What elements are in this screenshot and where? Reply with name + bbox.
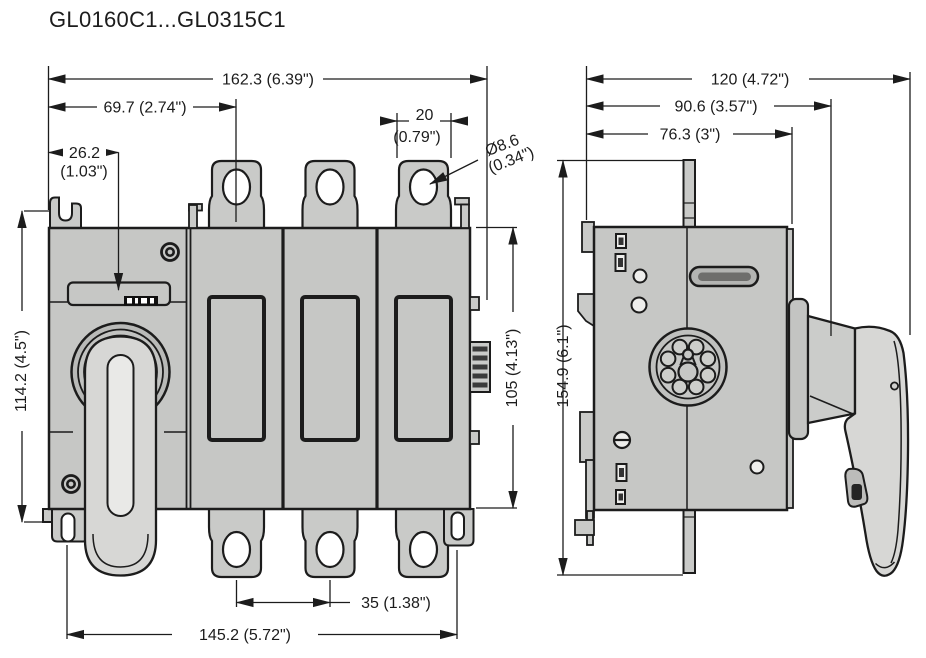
front-dimensions: 162.3 (6.39") 69.7 (2.74") 26.2 (1.03") … xyxy=(8,66,573,644)
dim-overall-width: 162.3 (6.39") xyxy=(222,72,314,89)
rear-flange xyxy=(574,221,595,546)
dim-depth-to-handle: 90.6 (3.57") xyxy=(674,99,757,116)
side-dimensions: 120 (4.72") 90.6 (3.57") 76.3 (3") 154.9… xyxy=(555,66,912,577)
cover-screw-bottom xyxy=(61,474,81,494)
front-bottom-terminals xyxy=(207,506,453,579)
terminal-hole xyxy=(315,168,345,206)
pole-windows xyxy=(207,295,453,442)
dim-terminal-width-mm: 20 xyxy=(416,107,434,124)
dim-overall-height: 114.2 (4.5") xyxy=(13,330,30,412)
pole-window-3 xyxy=(394,295,453,442)
handle-grip-slot xyxy=(106,354,135,517)
handle-side xyxy=(787,297,910,577)
housing-seams xyxy=(49,301,187,433)
shaft-keyhole xyxy=(677,361,699,383)
side-details xyxy=(612,233,765,505)
dim-terminal-center: 69.7 (2.74") xyxy=(103,100,186,117)
side-view xyxy=(574,159,910,577)
page-title: GL0160C1...GL0315C1 xyxy=(49,7,286,32)
terminal-hole xyxy=(315,530,345,569)
dim-side-height: 154.9 (6.1") xyxy=(555,324,572,407)
dim-body-height: 105 (4.13") xyxy=(504,329,521,408)
terminal-hole xyxy=(408,168,439,206)
front-top-terminals xyxy=(207,159,453,231)
terminal-seams xyxy=(683,202,695,518)
mounting-bracket-top-left xyxy=(49,196,82,229)
pole-window-2 xyxy=(300,295,360,442)
dim-body-depth: 76.3 (3") xyxy=(660,127,721,144)
dim-shaft-offset-in: (1.03") xyxy=(60,164,107,181)
bracket-slot xyxy=(60,512,76,543)
terminal-clamp xyxy=(469,296,491,445)
handle-escutcheon xyxy=(787,297,810,441)
handle-front xyxy=(70,321,171,577)
dim-hole-dia: Ø8.6 (0.34") xyxy=(483,132,536,177)
cover-screw-top xyxy=(160,242,180,262)
pole-separators xyxy=(185,228,379,509)
front-view xyxy=(42,159,491,579)
top-edge-hooks xyxy=(188,197,470,229)
side-bottom-terminal xyxy=(682,508,696,574)
hole-dia-leader xyxy=(429,159,479,185)
dim-shaft-offset-mm: 26.2 xyxy=(69,145,100,162)
dim-terminal-width-in: (0.79") xyxy=(393,129,440,146)
mounting-bracket-bottom-left xyxy=(42,508,90,543)
rotary-mechanism xyxy=(648,327,728,407)
terminal-hole xyxy=(408,530,439,569)
indicator-slot xyxy=(688,265,760,288)
mounting-bracket-bottom-right xyxy=(443,508,475,547)
bracket-slot xyxy=(450,511,465,541)
dim-fixing-centres: 145.2 (5.72") xyxy=(199,627,291,644)
terminal-hole xyxy=(221,530,252,569)
dim-overall-depth: 120 (4.72") xyxy=(711,72,790,89)
dim-pole-pitch: 35 (1.38") xyxy=(361,595,431,612)
handle-screw xyxy=(890,381,900,391)
pole-window-1 xyxy=(207,295,266,442)
